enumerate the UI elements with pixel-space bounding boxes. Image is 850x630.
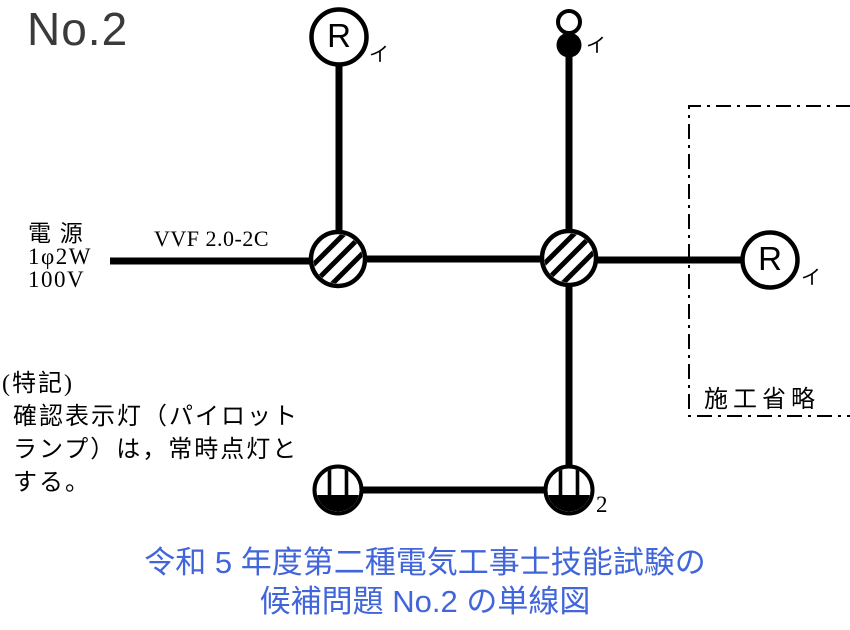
caption-line-1: 令和 5 年度第二種電気工事士技能試験の <box>144 545 706 580</box>
notes-line: ランプ）は，常時点灯と <box>13 437 299 463</box>
omission-area-label: 施工省略 <box>704 387 820 413</box>
outlet-left <box>312 464 364 516</box>
power-source-name: 電 源 <box>28 221 85 246</box>
outlet-right <box>543 464 595 516</box>
lamp-receptacle-right-letter: R <box>758 240 782 278</box>
junction-box-1 <box>308 229 368 289</box>
notes-heading: (特記) <box>2 371 74 397</box>
lamp-receptacle-top-letter: R <box>327 17 351 55</box>
wires <box>110 54 745 494</box>
cable-type-label: VVF 2.0-2C <box>154 226 270 251</box>
lamp-receptacle-top-circle <box>309 7 369 67</box>
lamp-receptacle-right-circle <box>740 230 800 290</box>
page-title: No.2 <box>27 3 129 55</box>
power-source-voltage: 100V <box>28 267 86 292</box>
pilot-lamp-circle <box>556 9 582 35</box>
notes-line: する。 <box>13 470 91 496</box>
lamp-receptacle-top-mark: イ <box>369 44 389 66</box>
pilot-lamp-switch-mark: イ <box>586 35 606 57</box>
notes-line: 確認表示灯（パイロット <box>13 404 299 430</box>
power-source-phase: 1φ2W <box>28 244 92 269</box>
power-source-label: 電 源 1φ2W 100V <box>28 222 92 291</box>
omission-area-boundary <box>688 105 850 417</box>
lamp-receptacle-right-mark: イ <box>801 267 821 289</box>
outlet-count-label: 2 <box>596 492 608 517</box>
switch-dot <box>556 32 582 58</box>
caption-line-2: 候補問題 No.2 の単線図 <box>259 584 591 619</box>
junction-box-2 <box>539 228 599 288</box>
